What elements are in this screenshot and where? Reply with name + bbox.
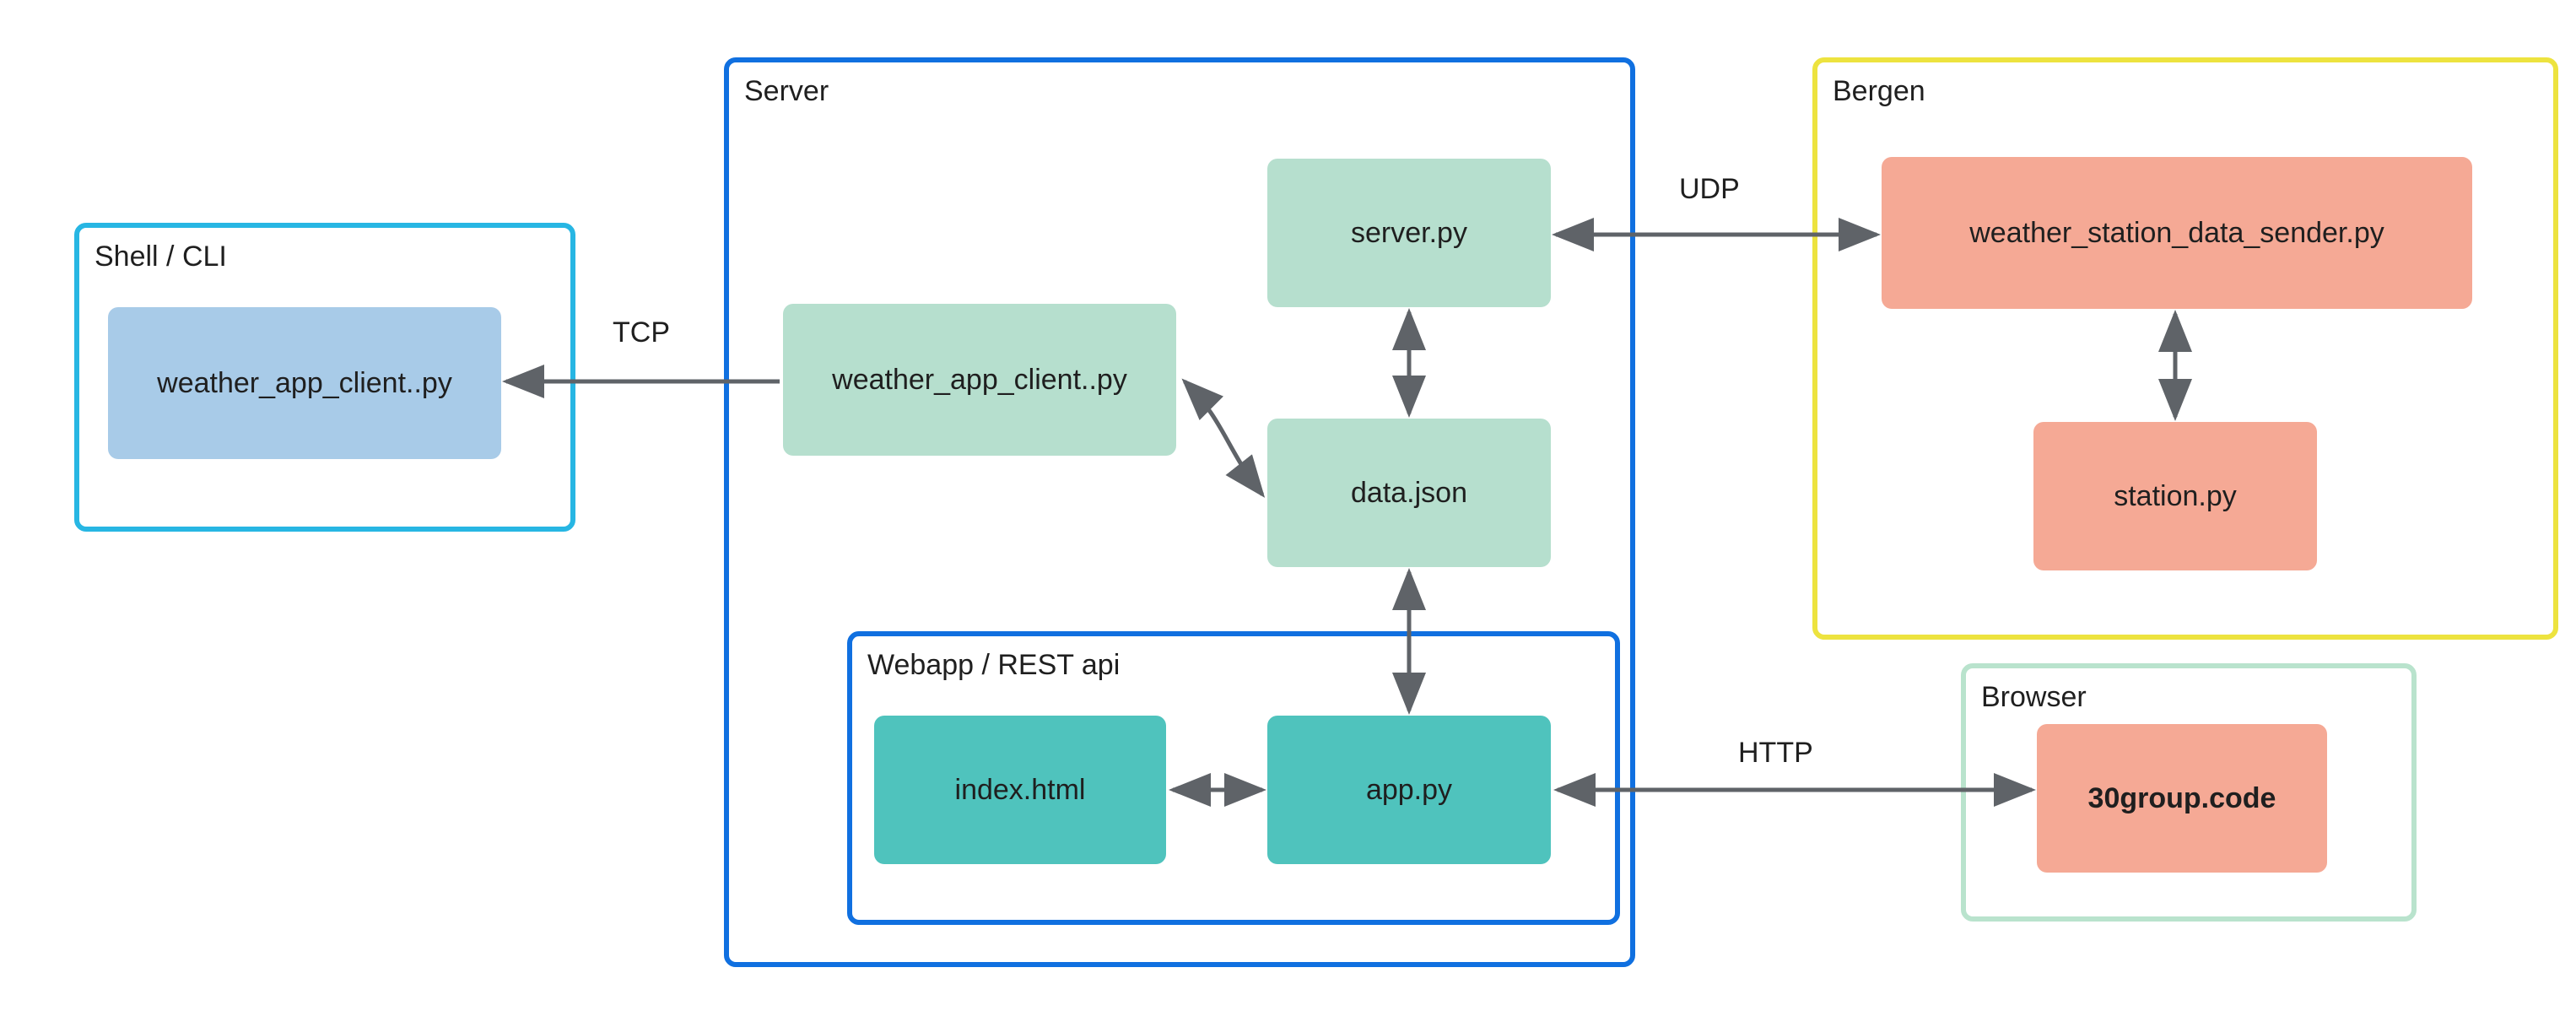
node-server-py[interactable]: server.py <box>1267 159 1551 307</box>
node-app-py[interactable]: app.py <box>1267 716 1551 864</box>
container-label-browser: Browser <box>1981 681 2087 713</box>
node-30group-code[interactable]: 30group.code <box>2037 724 2327 873</box>
container-label-shell-cli: Shell / CLI <box>95 241 227 273</box>
node-weather-station-data-sender-py[interactable]: weather_station_data_sender.py <box>1882 157 2472 309</box>
node-index-html[interactable]: index.html <box>874 716 1166 864</box>
node-station-py[interactable]: station.py <box>2033 422 2317 570</box>
container-label-bergen: Bergen <box>1833 75 1925 107</box>
node-server-weather-app-client[interactable]: weather_app_client..py <box>783 304 1176 456</box>
container-label-webapp-rest-api: Webapp / REST api <box>867 649 1121 681</box>
node-data-json[interactable]: data.json <box>1267 419 1551 567</box>
edge-label-udp: UDP <box>1679 173 1740 205</box>
container-label-server: Server <box>744 75 829 107</box>
edge-label-tcp: TCP <box>613 316 670 349</box>
node-cli-weather-app-client[interactable]: weather_app_client..py <box>108 307 501 459</box>
edge-label-http: HTTP <box>1738 737 1813 769</box>
